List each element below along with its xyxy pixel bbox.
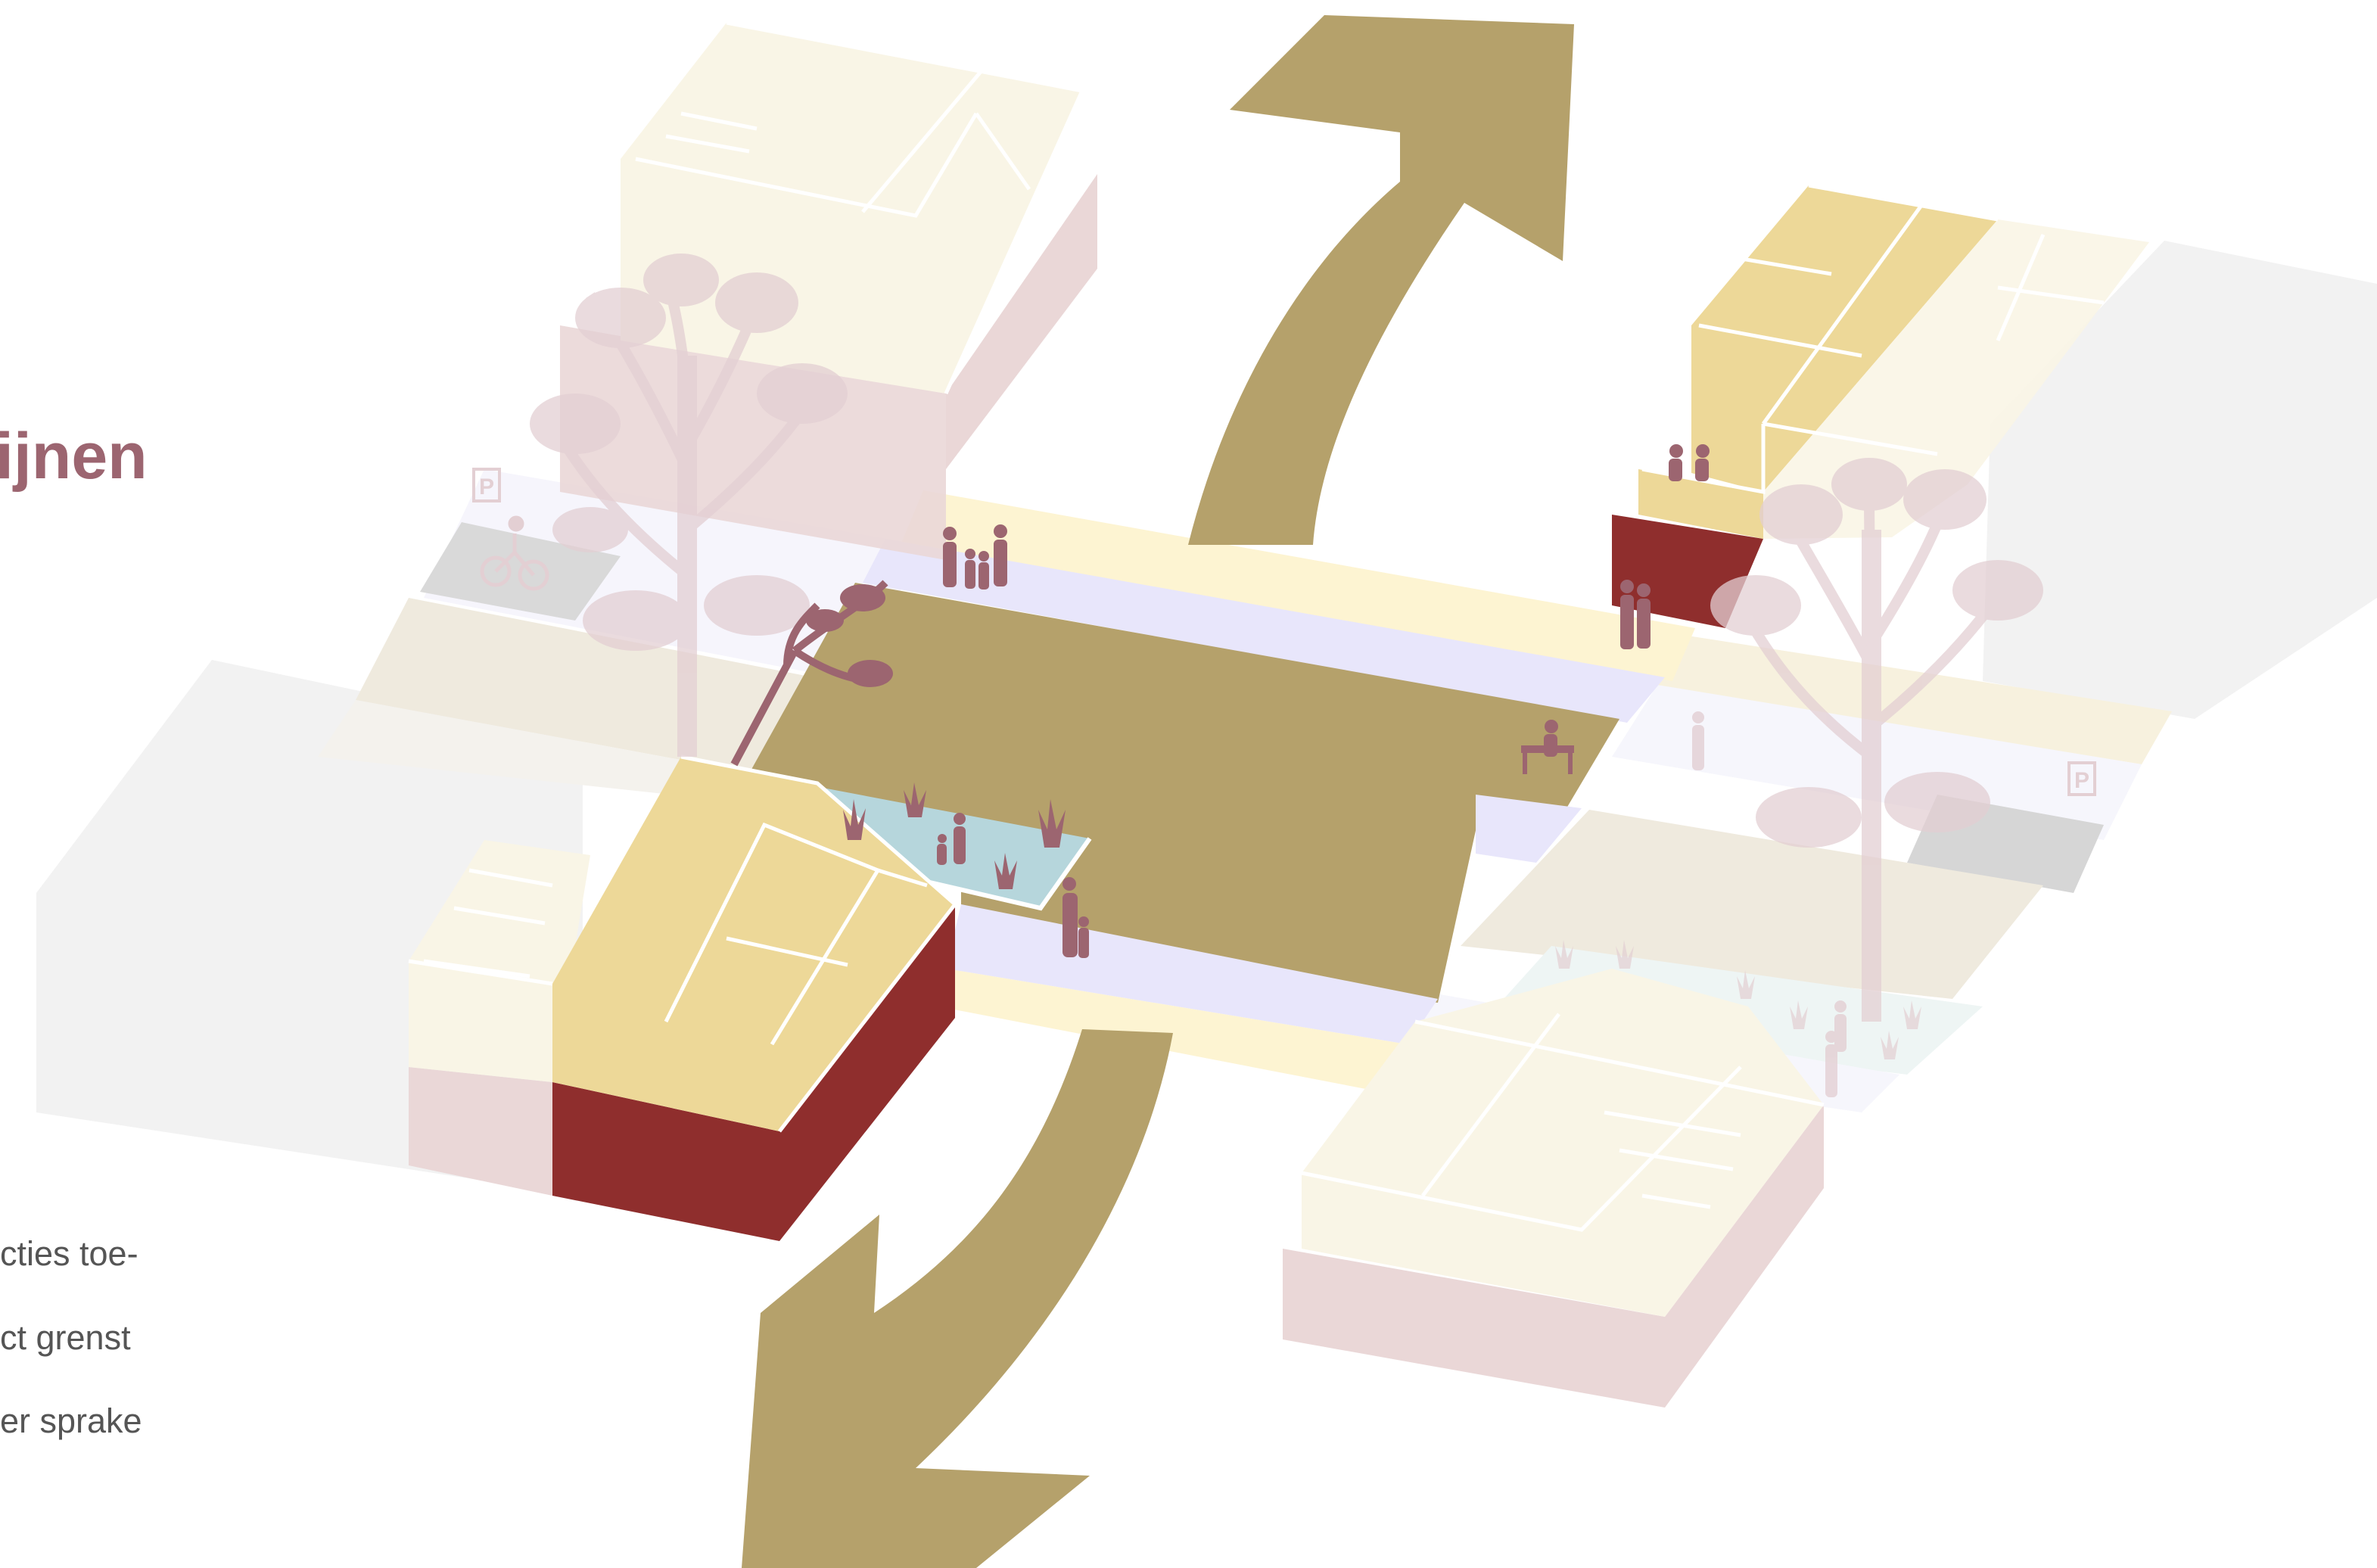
- cyclist-icon: [480, 515, 549, 591]
- parking-sign-label: P: [2074, 768, 2089, 793]
- bench-icon: [1521, 720, 1574, 774]
- section-heading: ijnen: [0, 420, 148, 493]
- tree-icon: [530, 254, 848, 757]
- arrow-icon: [742, 15, 1574, 1568]
- body-text-line: ct grenst: [0, 1318, 131, 1357]
- person-icon: [1825, 1031, 1837, 1097]
- building-bottom-left: [408, 754, 958, 1241]
- building-top-left: [560, 20, 1097, 560]
- parking-sign-icon: P: [472, 468, 501, 502]
- central-street: [742, 490, 1695, 1090]
- plant-icon: [843, 782, 1066, 889]
- person-icon: [1062, 877, 1089, 958]
- parking-sign-icon: P: [2067, 761, 2096, 796]
- person-icon: [937, 813, 966, 865]
- person-icon: [1620, 580, 1651, 649]
- person-icon: [1834, 1000, 1847, 1052]
- tree-icon: [730, 580, 893, 767]
- person-icon: [943, 524, 1007, 590]
- building-bottom-right: [1283, 969, 1825, 1408]
- plant-icon: [1555, 940, 1921, 1059]
- building-far-right: [1983, 241, 2377, 719]
- body-text-line: cties toe-: [0, 1234, 138, 1273]
- parking-sign-label: P: [479, 474, 494, 499]
- person-icon: [1669, 444, 1710, 481]
- tree-icon: [1710, 458, 2043, 1022]
- body-text-line: er sprake: [0, 1402, 142, 1440]
- person-icon: [1692, 711, 1704, 770]
